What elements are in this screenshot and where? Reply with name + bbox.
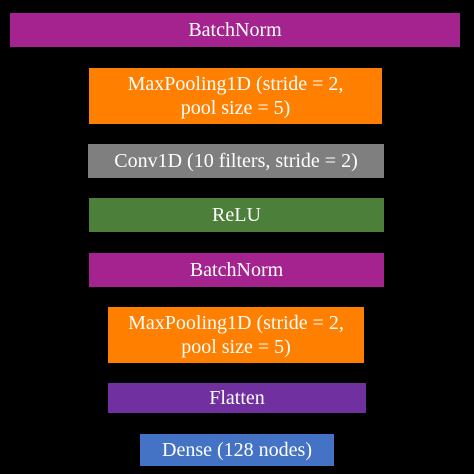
layer-batchnorm-2: BatchNorm: [89, 253, 384, 287]
layer-label: Flatten: [209, 387, 265, 409]
layer-conv1d: Conv1D (10 filters, stride = 2): [88, 144, 384, 178]
layer-relu: ReLU: [89, 198, 384, 232]
layer-label: BatchNorm: [188, 19, 282, 41]
layer-maxpooling1d-2: MaxPooling1D (stride = 2, pool size = 5): [108, 307, 364, 363]
layer-maxpooling1d-1: MaxPooling1D (stride = 2, pool size = 5): [89, 68, 382, 124]
layer-label: Conv1D (10 filters, stride = 2): [114, 150, 358, 172]
layer-label: ReLU: [212, 204, 261, 226]
layer-dense: Dense (128 nodes): [140, 434, 334, 466]
layer-label: MaxPooling1D (stride = 2, pool size = 5): [127, 73, 344, 119]
layer-label: Dense (128 nodes): [162, 439, 312, 461]
layer-flatten: Flatten: [108, 383, 366, 413]
layer-label: BatchNorm: [189, 259, 284, 281]
layer-batchnorm-1: BatchNorm: [10, 13, 460, 47]
layer-label: MaxPooling1D (stride = 2, pool size = 5): [128, 312, 344, 358]
